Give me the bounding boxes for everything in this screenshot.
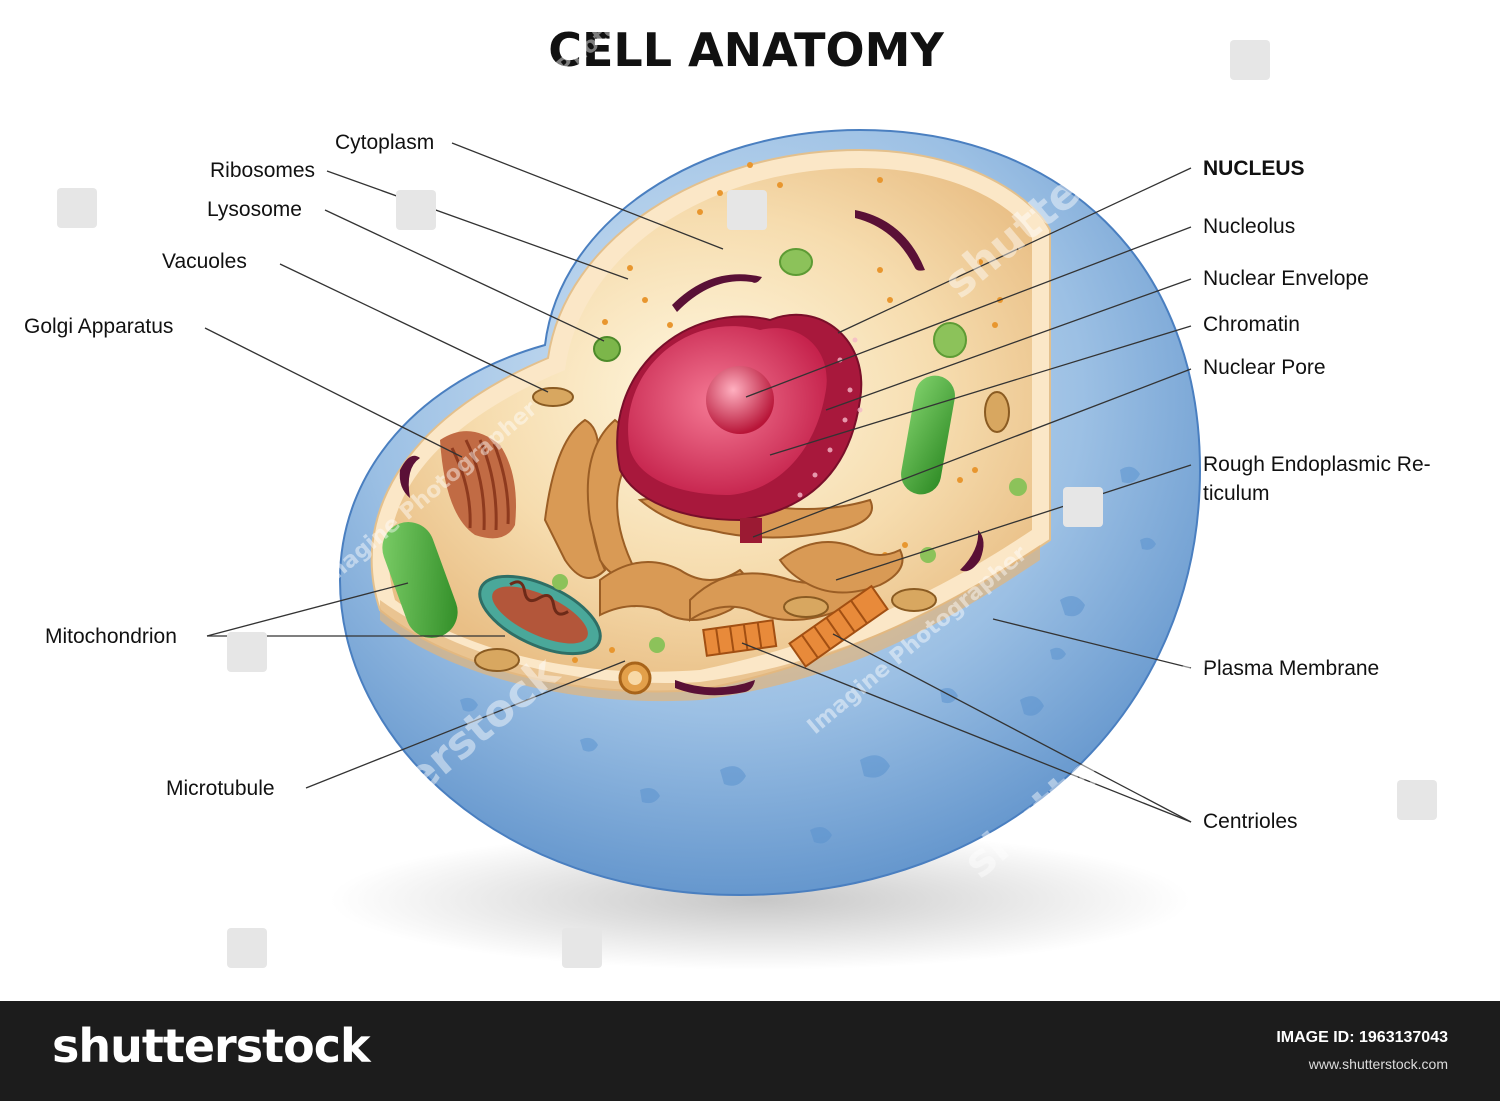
lysosome [593,336,621,362]
cytoplasm-floor [380,545,1040,702]
rough-endoplasmic-reticulum [543,418,904,622]
cell-illustration: CELL ANATOMY Cytoplasm Ribosomes Lysosom… [0,23,1500,970]
vesicle [649,637,665,653]
ribosome-dots [572,162,1003,663]
vesicle [552,574,568,590]
watermark-brand: shutterstock [1284,366,1500,609]
mitochondrion-1 [382,522,458,638]
label-nucleolus: Nucleolus [1203,215,1295,238]
vesicle [779,248,813,276]
vacuole [891,588,937,612]
label-nuclear-pore: Nuclear Pore [1203,356,1326,379]
label-lysosome: Lysosome [207,198,302,221]
label-vacuoles: Vacuoles [162,250,247,273]
golgi-apparatus [440,431,516,539]
label-chromatin: Chromatin [1203,313,1300,336]
nucleolus [706,366,774,434]
footer-brand-logo[interactable]: shutterstock [52,1019,371,1073]
label-golgi-apparatus: Golgi Apparatus [24,315,173,338]
footer-bar: shutterstock IMAGE ID: 1963137043 www.sh… [0,1001,1500,1101]
label-microtubule: Microtubule [166,777,275,800]
mitochondrion-section [478,574,602,656]
cell-shadow [330,830,1190,970]
label-rer-line1: Rough Endoplasmic Re- [1203,453,1431,476]
label-mitochondrion: Mitochondrion [45,625,177,648]
label-plasma-membrane: Plasma Membrane [1203,657,1379,680]
stock-badges [57,40,1437,968]
site-url[interactable]: www.shutterstock.com [1308,1056,1448,1072]
microtubule [618,661,652,695]
image-id-text: IMAGE ID: 1963137043 [1276,1029,1448,1046]
label-centrioles: Centrioles [1203,810,1298,833]
crescent-vesicles [399,210,984,696]
label-nucleus: NUCLEUS [1203,157,1305,180]
vacuole [984,391,1010,433]
shell-pattern [460,466,1156,844]
label-rer-line2: ticulum [1203,482,1270,505]
vacuole [532,387,574,407]
label-cytoplasm: Cytoplasm [335,131,434,154]
leader-lines [204,142,1192,823]
watermark-brand: shutterstock [0,326,250,569]
vacuole [474,648,520,672]
label-ribosomes: Ribosomes [210,159,315,182]
vesicle [1009,478,1027,496]
label-nuclear-envelope: Nuclear Envelope [1203,267,1369,290]
nuclear-pore [740,518,762,543]
vacuole [783,596,829,618]
vesicle [933,322,967,358]
vesicle [920,547,936,563]
centrioles [702,584,889,668]
page-title: CELL ANATOMY [548,23,944,77]
